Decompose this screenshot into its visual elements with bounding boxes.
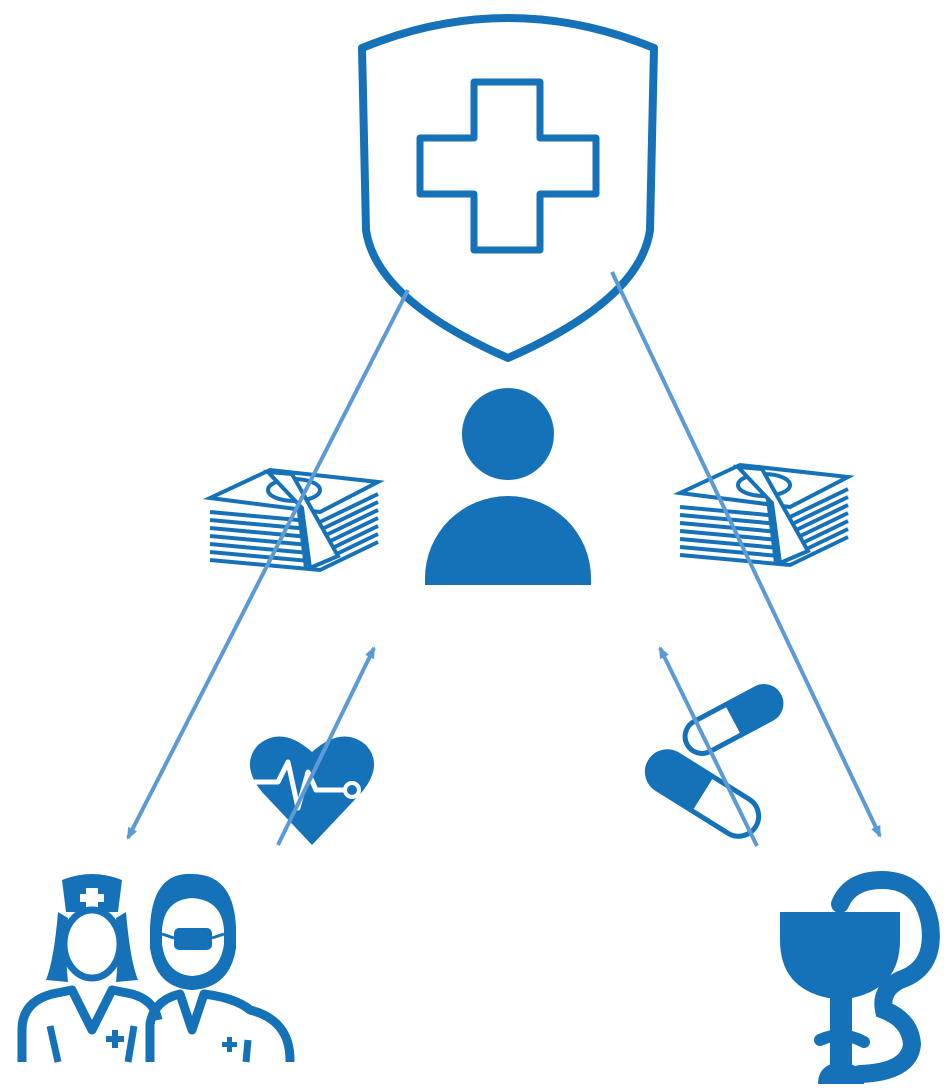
arrow-staff-to-patient xyxy=(276,646,376,846)
arrow-insurer-to-pharmacy xyxy=(610,271,882,838)
doctor-nurse-icon xyxy=(17,873,295,1065)
pills-icon xyxy=(644,684,784,839)
person-icon xyxy=(425,388,591,585)
pharmacy-caduceus-icon xyxy=(780,870,940,1084)
arrow-insurer-to-staff xyxy=(126,289,410,840)
arrow-pharmacy-to-patient xyxy=(658,646,759,847)
money-stack-icon xyxy=(672,462,855,568)
heart-pulse-icon xyxy=(249,736,375,845)
money-stack-icon xyxy=(202,467,385,573)
shield-plus-icon xyxy=(358,14,658,362)
